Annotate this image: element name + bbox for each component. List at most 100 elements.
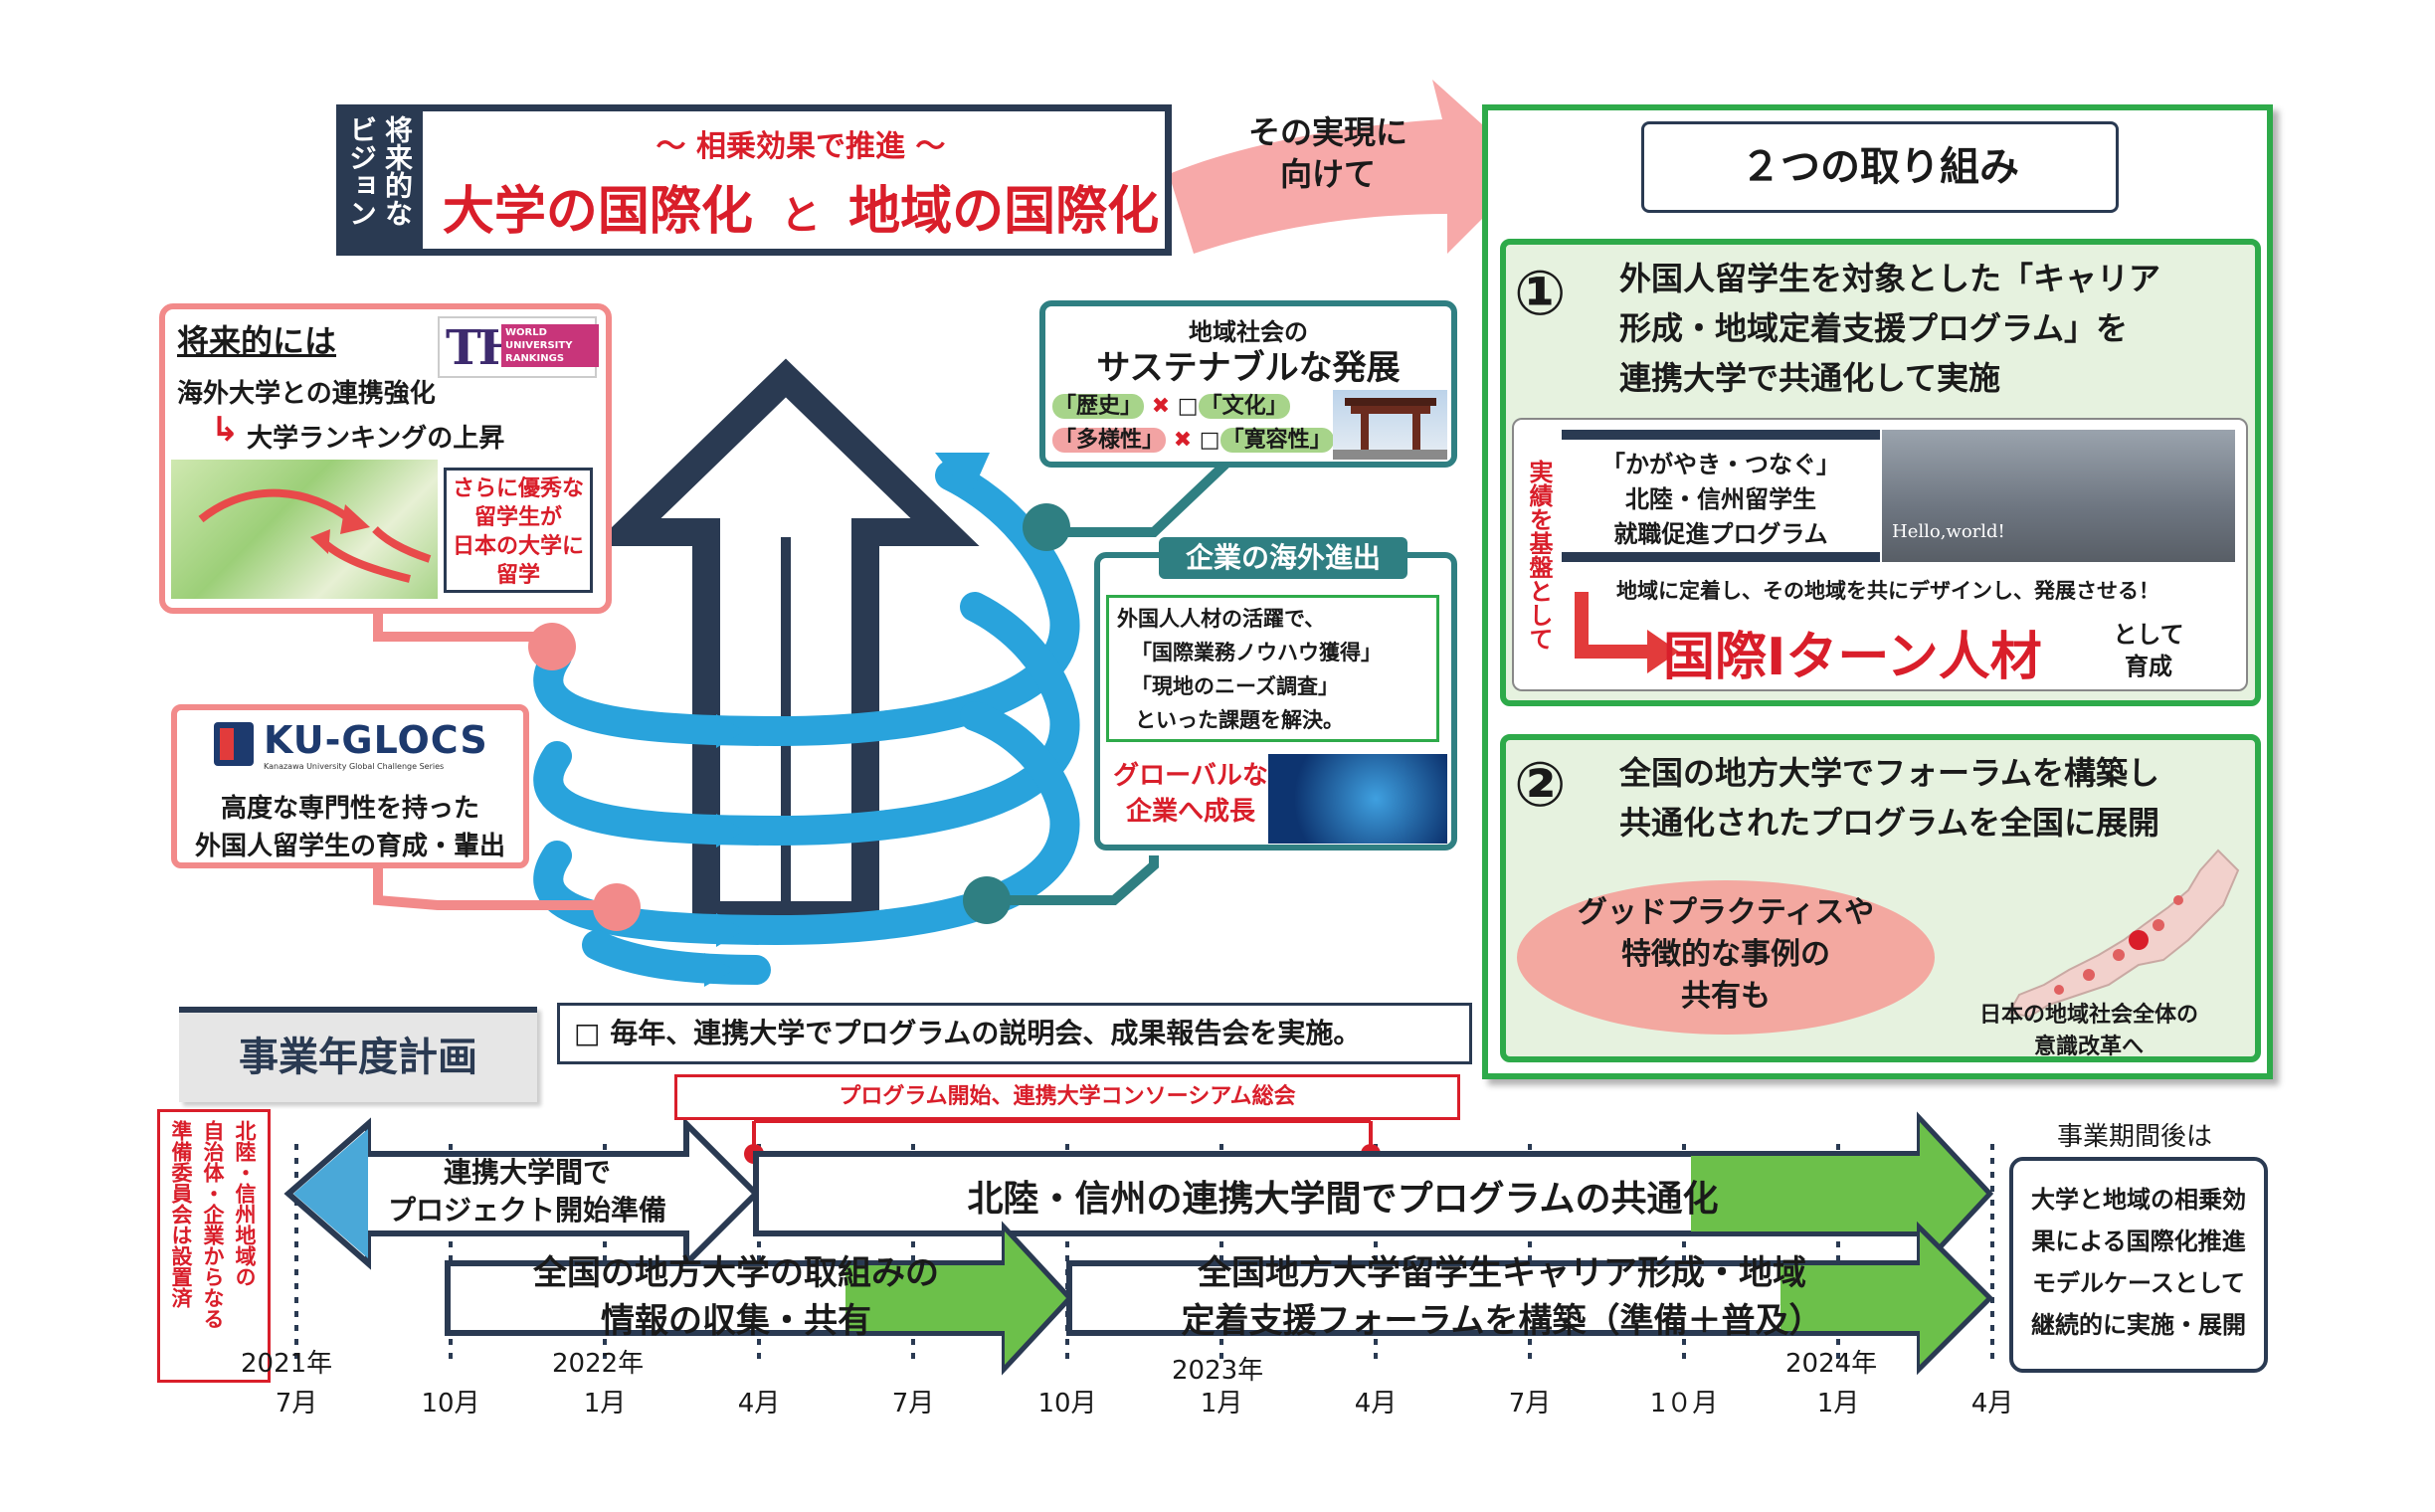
month-label: 1月 [1816, 1389, 1860, 1418]
start-note-box: プログラム開始、連携大学コンソーシアム総会 [674, 1074, 1460, 1120]
tag-history: 「歴史」 [1052, 394, 1145, 419]
map-caption-2: 意識改革へ [2033, 1035, 2144, 1059]
the-logo-sub-1: WORLD [505, 327, 547, 338]
vision-title-and: と [781, 193, 821, 239]
year-2024: 2024年 [1785, 1349, 1878, 1379]
tag-culture: 「文化」 [1198, 394, 1290, 419]
square-icon-2: □ [1199, 428, 1220, 453]
overseas-line-3: 「現地のニーズ調査」 [1131, 674, 1339, 698]
kuglocs-logo: KU-GLOCS Kanazawa University Global Chal… [214, 718, 512, 778]
initiative-1-line-1: 外国人留学生を対象とした「キャリア [1619, 260, 2161, 297]
tag-tolerance: 「寛容性」 [1219, 428, 1334, 453]
realize-arrow [1169, 80, 1532, 254]
arrow-prep-line-2: プロジェクト開始準備 [387, 1194, 666, 1227]
overseas-title: 企業の海外進出 [1159, 537, 1407, 579]
arrow-prep-label: 連携大学間で プロジェクト開始準備 [343, 1154, 711, 1229]
future-heading: 将来的には [177, 322, 337, 360]
swirl-loops [533, 461, 1080, 985]
program-banner-bar-bottom [1562, 552, 1880, 562]
torii-gate-icon [1333, 398, 1447, 460]
globe-network-image [1268, 754, 1447, 844]
vision-title: 大学の国際化 と 地域の国際化 [438, 169, 1164, 244]
initiative-2-text: 全国の地方大学でフォーラムを構築し 共通化されたプログラムを全国に展開 [1619, 748, 2159, 848]
initiative-1-number: ① [1514, 257, 1567, 329]
the-logo-sub-2: UNIVERSITY [505, 340, 573, 351]
month-label: 4月 [737, 1389, 781, 1418]
callout-line-3: 日本の大学に [452, 534, 584, 559]
after-label: 事業期間後は [2057, 1122, 2213, 1152]
overseas-line-2: 「国際業務ノウハウ獲得」 [1131, 641, 1382, 664]
japan-map-graphic [2007, 849, 2240, 1019]
realize-text: その実現に 向けて [1209, 111, 1447, 195]
month-label: 4月 [1354, 1389, 1398, 1418]
plan-title: 事業年度計画 [179, 1007, 537, 1102]
initiatives-header: ２つの取り組み [1641, 121, 2119, 213]
arrow-common-label: 北陸・信州の連携大学間でプログラムの共通化 [967, 1179, 1719, 1220]
month-label: 1０月 [1649, 1389, 1719, 1418]
initiative-1-big: 国際Iターン人材 [1663, 628, 2042, 687]
swirl-heads [704, 453, 990, 987]
cross-icon-2: ✖ [1173, 428, 1193, 453]
annual-note: 毎年、連携大学でプログラムの説明会、成果報告会を実施。 [610, 1017, 1362, 1049]
program-title: 「かがやき・つなぐ」 北陸・信州留学生 就職促進プログラム [1562, 448, 1880, 552]
month-label: 10月 [421, 1389, 480, 1418]
overseas-text-box: 外国人人材の活躍で、 「国際業務ノウハウ獲得」 「現地のニーズ調査」 といった課… [1106, 595, 1439, 742]
world-map-image [171, 460, 438, 599]
annual-bullet-icon: □ [574, 1017, 601, 1049]
arrow-info-line-2: 情報の収集・共有 [601, 1301, 871, 1341]
growth-line-1: グローバルな [1113, 761, 1268, 791]
initiative-2-line-1: 全国の地方大学でフォーラムを構築し [1619, 754, 2160, 792]
year-2023: 2023年 [1172, 1356, 1264, 1386]
kuglocs-logo-icon [214, 722, 254, 766]
the-rankings-logo: THE WORLD UNIVERSITY RANKINGS [438, 316, 599, 378]
month-label: 4月 [1970, 1389, 2014, 1418]
initiative-1-line-2: 形成・地域定着支援プログラム」を [1619, 309, 2129, 347]
overseas-line-4: といった課題を解決。 [1135, 708, 1344, 732]
month-label: 7月 [1508, 1389, 1552, 1418]
initiative-1-suffix: として 育成 [2099, 619, 2198, 682]
kuglocs-logo-sub: Kanazawa University Global Challenge Ser… [264, 762, 445, 771]
kuglocs-line1: 高度な専門性を持った [220, 794, 479, 824]
kuglocs-line2: 外国人留学生の育成・輩出 [194, 832, 505, 861]
month-label: 1月 [1200, 1389, 1243, 1418]
arrow-prep-line-1: 連携大学間で [443, 1156, 611, 1189]
vision-title-part2: 地域の国際化 [848, 182, 1160, 242]
after-line-2: 果による国際化推進 [2031, 1228, 2246, 1255]
map-caption: 日本の地域社会全体の 意識改革へ [1940, 1000, 2238, 1063]
year-2021: 2021年 [241, 1349, 333, 1379]
sustain-tags: 「歴史」 ✖ □「文化」 「多様性」 ✖ □「寛容性」 [1052, 390, 1334, 458]
overseas-line-1: 外国人人材の活躍で、 [1117, 607, 1326, 631]
bubble-line-2: 特徴的な事例の [1621, 937, 1830, 972]
students-photo: Hello,world! [1882, 430, 2235, 562]
red-turn-arrow-icon [1575, 592, 1679, 673]
sustain-line1: 地域社会の [1189, 318, 1308, 346]
initiative-2-line-2: 共通化されたプログラムを全国に展開 [1619, 804, 2160, 842]
prep-committee-note: 北陸・信州地域の 自治体・企業からなる 準備委員会は設置済 [157, 1109, 271, 1383]
square-icon: □ [1177, 394, 1199, 419]
future-line1: 海外大学との連携強化 [177, 379, 436, 409]
year-2022: 2022年 [552, 1349, 645, 1379]
suffix-line-1: として [2113, 621, 2184, 649]
arrow-info-label: 全国の地方大学の取組みの 情報の収集・共有 [458, 1249, 1015, 1345]
month-label: 10月 [1037, 1389, 1097, 1418]
callout-line-4: 留学 [495, 563, 540, 588]
kuglocs-box [171, 704, 529, 868]
realize-line2: 向けて [1279, 155, 1376, 193]
initiative-1-side: 実績を基盤として [1525, 460, 1553, 651]
after-line-1: 大学と地域の相乗効 [2031, 1186, 2246, 1214]
japan-map [1940, 846, 2243, 1020]
overseas-growth: グローバルな 企業へ成長 [1096, 758, 1285, 830]
after-box: 大学と地域の相乗効 果による国際化推進 モデルケースとして 継続的に実施・展開 [2009, 1157, 2268, 1373]
the-logo-sub: WORLD UNIVERSITY RANKINGS [501, 324, 599, 367]
initiative-1-line-3: 連携大学で共通化して実施 [1619, 359, 2001, 397]
map-caption-1: 日本の地域社会全体の [1978, 1003, 2198, 1028]
month-label: 7月 [891, 1389, 935, 1418]
after-line-4: 継続的に実施・展開 [2031, 1311, 2246, 1339]
arrow-forum-line-1: 全国地方大学留学生キャリア形成・地域 [1198, 1253, 1806, 1293]
callout-line-2: 留学生が [473, 505, 562, 530]
initiative-1-text: 外国人留学生を対象とした「キャリア 形成・地域定着支援プログラム」を 連携大学で… [1619, 254, 2160, 403]
bubble-line-3: 共有も [1681, 979, 1771, 1014]
suffix-line-2: 育成 [2125, 653, 2172, 680]
sustain-line2: サステナブルな発展 [1096, 348, 1401, 388]
